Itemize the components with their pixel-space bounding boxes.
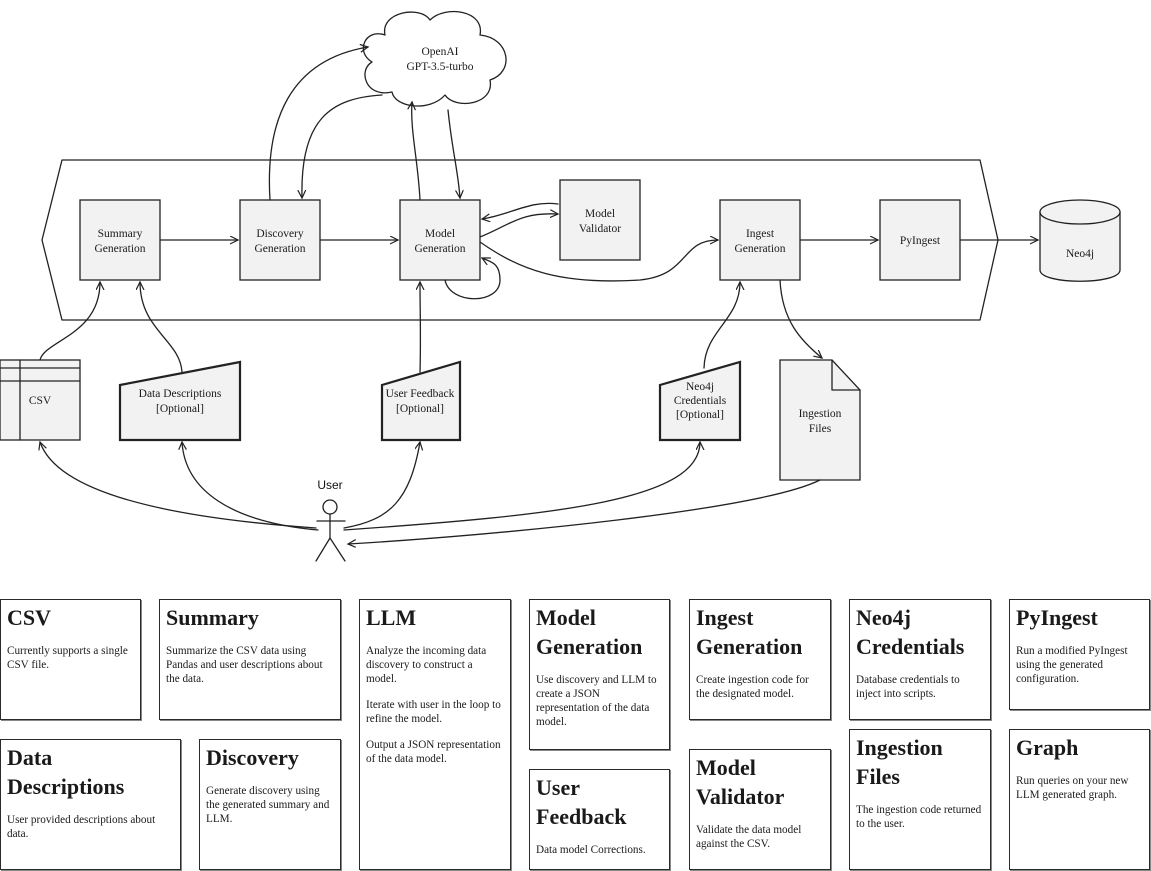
card-body: Data model Corrections. (536, 844, 646, 856)
card-llm: LLM Analyze the incoming data discovery … (359, 599, 511, 870)
node-label: Ingest (746, 228, 775, 240)
node-discovery-generation: Discovery Generation (239, 199, 321, 281)
card-title: Ingestion Files (856, 735, 943, 789)
card-graph: Graph Run queries on your new LLM genera… (1009, 729, 1150, 870)
node-label: Generation (414, 243, 465, 255)
data-descriptions-input: Data Descriptions [Optional] (118, 360, 242, 442)
card-title: Discovery (206, 745, 299, 770)
card-body: Validate the data model against the CSV. (696, 824, 802, 850)
csv-input: CSV (0, 359, 81, 441)
card-body: Analyze the incoming data discovery to c… (366, 645, 487, 685)
ingestion-files-document-icon: Ingestion Files (779, 359, 861, 481)
node-label: [Optional] (156, 403, 204, 415)
card-title: CSV (7, 605, 52, 630)
card-user-feedback: User Feedback Data model Corrections. (529, 769, 670, 870)
card-title: Data Descriptions (7, 745, 125, 799)
node-label: Discovery (256, 228, 304, 240)
neo4j-database-icon: Neo4j (1039, 199, 1121, 282)
card-title: Graph (1016, 735, 1079, 760)
node-summary-generation: Summary Generation (79, 199, 161, 281)
card-data-descriptions: Data Descriptions User provided descript… (0, 739, 181, 870)
node-label: Summary (98, 228, 143, 240)
card-body: Use discovery and LLM to create a JSON r… (536, 674, 657, 728)
card-title: Summary (166, 605, 259, 630)
node-label: [Optional] (396, 403, 444, 415)
node-label: CSV (29, 395, 52, 407)
node-label: Model (585, 208, 615, 220)
node-label: User Feedback (386, 388, 455, 400)
card-csv: CSV Currently supports a single CSV file… (0, 599, 141, 720)
node-label: PyIngest (900, 235, 941, 247)
node-label: Model (425, 228, 455, 240)
node-model-generation: Model Generation (399, 199, 481, 281)
card-ingestion-files: Ingestion Files The ingestion code retur… (849, 729, 991, 870)
card-title: Ingest Generation (696, 605, 803, 659)
node-pyingest: PyIngest (879, 199, 961, 281)
card-body: Run queries on your new LLM generated gr… (1016, 775, 1129, 801)
user-feedback-input: User Feedback [Optional] (380, 360, 462, 442)
connectors (40, 47, 1038, 544)
card-body: Database credentials to inject into scri… (856, 674, 960, 700)
architecture-diagram: OpenAI GPT-3.5-turbo Summary Generation … (0, 10, 1121, 562)
user-icon: User (315, 478, 346, 562)
node-ingest-generation: Ingest Generation (719, 199, 801, 281)
node-label: Credentials (674, 395, 727, 407)
card-model-generation: Model Generation Use discovery and LLM t… (529, 599, 670, 750)
node-label: [Optional] (676, 409, 724, 421)
node-model-validator: Model Validator (559, 179, 641, 261)
card-title: User Feedback (536, 775, 627, 829)
card-body: Run a modified PyIngest using the genera… (1016, 645, 1128, 685)
node-label: Data Descriptions (139, 388, 222, 400)
node-label: Validator (579, 223, 621, 235)
node-label: Files (809, 423, 832, 435)
card-body: Output a JSON representation of the data… (366, 739, 501, 765)
card-summary: Summary Summarize the CSV data using Pan… (159, 599, 341, 720)
card-body: User provided descriptions about data. (7, 814, 156, 840)
node-label: Generation (254, 243, 305, 255)
card-title: Model Validator (696, 755, 785, 809)
cloud-label-openai: OpenAI (421, 46, 458, 58)
card-title: Model Generation (536, 605, 643, 659)
card-body: Generate discovery using the generated s… (206, 785, 330, 825)
card-model-validator: Model Validator Validate the data model … (689, 749, 831, 870)
node-label: Generation (734, 243, 785, 255)
node-label: Generation (94, 243, 145, 255)
card-discovery: Discovery Generate discovery using the g… (199, 739, 341, 870)
pipeline-container (41, 159, 999, 321)
card-body: Currently supports a single CSV file. (7, 645, 128, 671)
card-ingest-generation: Ingest Generation Create ingestion code … (689, 599, 831, 720)
user-label: User (317, 478, 342, 492)
card-neo4j-credentials: Neo4j Credentials Database credentials t… (849, 599, 991, 720)
card-pyingest: PyIngest Run a modified PyIngest using t… (1009, 599, 1150, 710)
node-label: Ingestion (799, 408, 842, 420)
cloud-label-model: GPT-3.5-turbo (407, 61, 474, 73)
node-label: Neo4j (1066, 248, 1094, 260)
card-body: The ingestion code returned to the user. (856, 804, 982, 830)
card-body: Summarize the CSV data using Pandas and … (166, 645, 323, 685)
card-title: LLM (366, 605, 417, 630)
card-body: Create ingestion code for the designated… (696, 674, 809, 700)
node-label: Neo4j (686, 381, 714, 393)
card-title: Neo4j Credentials (856, 605, 965, 659)
card-title: PyIngest (1016, 605, 1098, 630)
neo4j-credentials-input: Neo4j Credentials [Optional] (658, 360, 742, 442)
card-body: Iterate with user in the loop to refine … (366, 699, 501, 725)
openai-cloud: OpenAI GPT-3.5-turbo (362, 10, 507, 107)
